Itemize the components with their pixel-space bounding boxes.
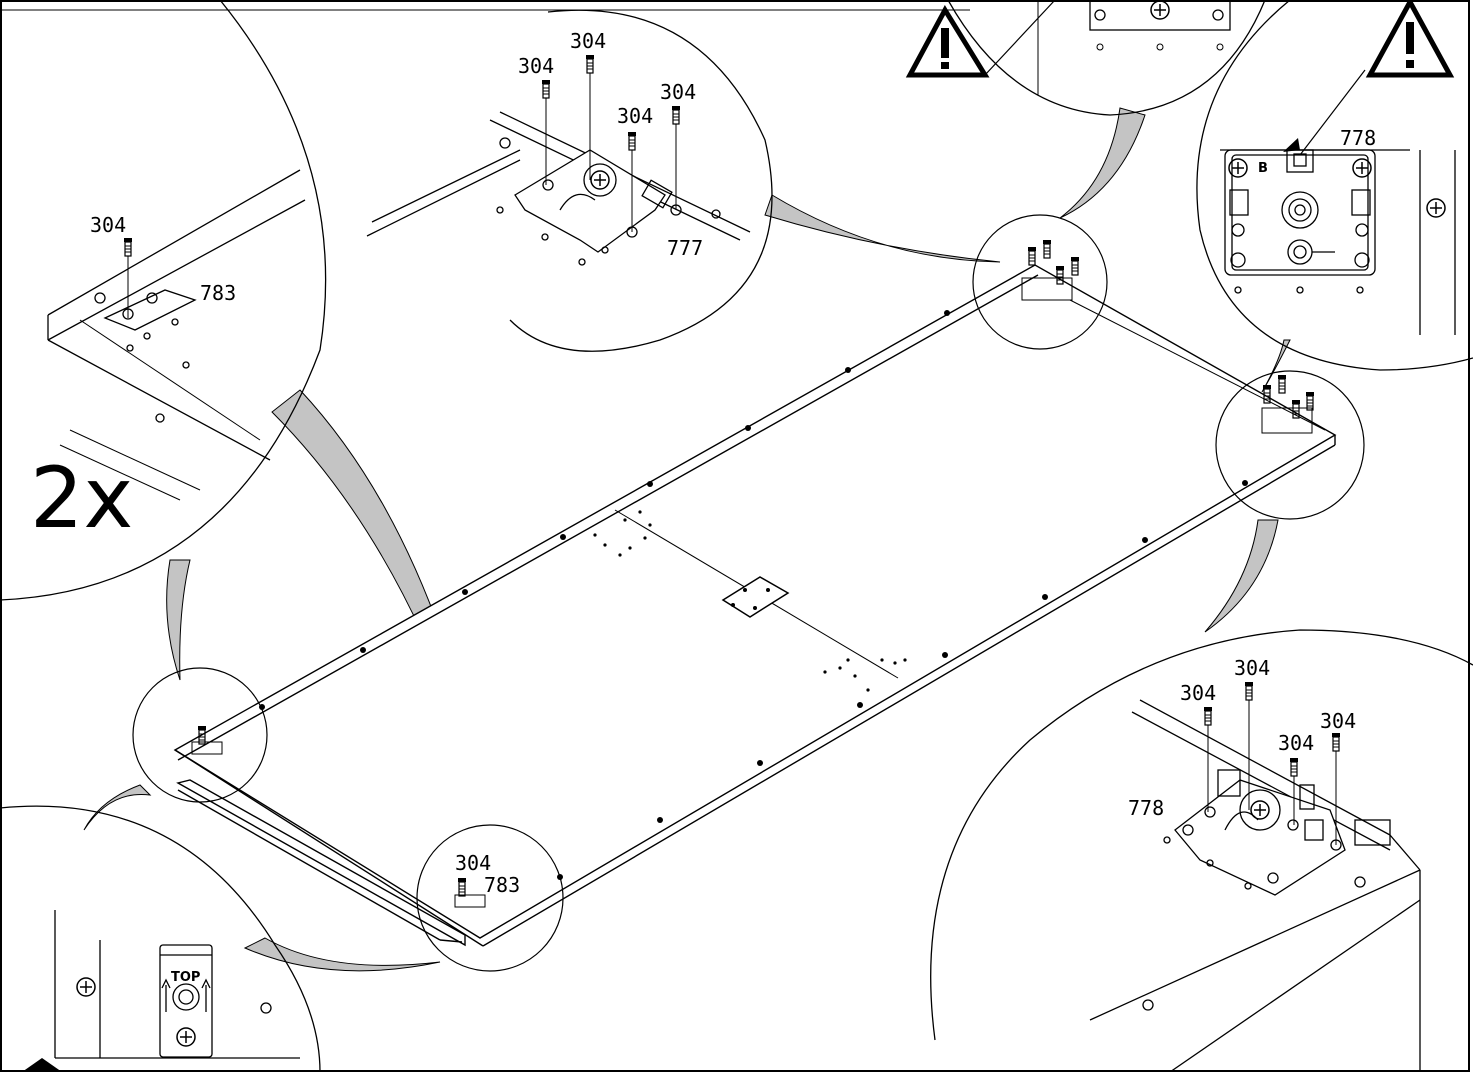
detail-circle-bottom: [416, 824, 564, 972]
detail-circle-right: [1215, 370, 1365, 520]
detail-circle-top-right: [972, 214, 1108, 350]
label-304-g: 304: [1234, 656, 1270, 680]
warning-triangle-icon: [905, 4, 990, 78]
label-304-h: 304: [1278, 731, 1314, 755]
label-304-i: 304: [1320, 709, 1356, 733]
label-304-b: 304: [518, 54, 554, 78]
zoom-circle-bottom-left: TOP: [0, 805, 321, 1072]
label-783-b: 783: [484, 873, 520, 897]
label-778-a: 778: [1340, 126, 1376, 150]
zoom-circle-bottom-right: 304 304 304 304 778: [930, 629, 1473, 1072]
label-304-j: 304: [455, 851, 491, 875]
zoom-circle-top-partial: [0, 0, 1266, 116]
zoom-circle-top-center: 304 304 304 304 777: [366, 9, 773, 352]
label-304-c: 304: [570, 29, 606, 53]
warning-triangle-icon: [1365, 0, 1455, 78]
label-304-a: 304: [90, 213, 126, 237]
label-304-f: 304: [1180, 681, 1216, 705]
multiplier-label: 2x: [30, 449, 133, 547]
label-783-a: 783: [200, 281, 236, 305]
main-panel: [173, 264, 1337, 947]
top-marking: TOP: [171, 970, 200, 985]
warning-triangle-icon: [22, 1058, 62, 1072]
panel-holes: [259, 310, 1248, 880]
label-777: 777: [667, 236, 703, 260]
zoom-circle-top-left: 304 783 2x: [0, 0, 327, 601]
label-304-e: 304: [660, 80, 696, 104]
label-778-b: 778: [1128, 796, 1164, 820]
mark-b: B: [1258, 161, 1268, 176]
zoom-circle-right: B 778: [1196, 0, 1473, 371]
label-304-d: 304: [617, 104, 653, 128]
detail-circle-bottom-left: [132, 667, 268, 803]
